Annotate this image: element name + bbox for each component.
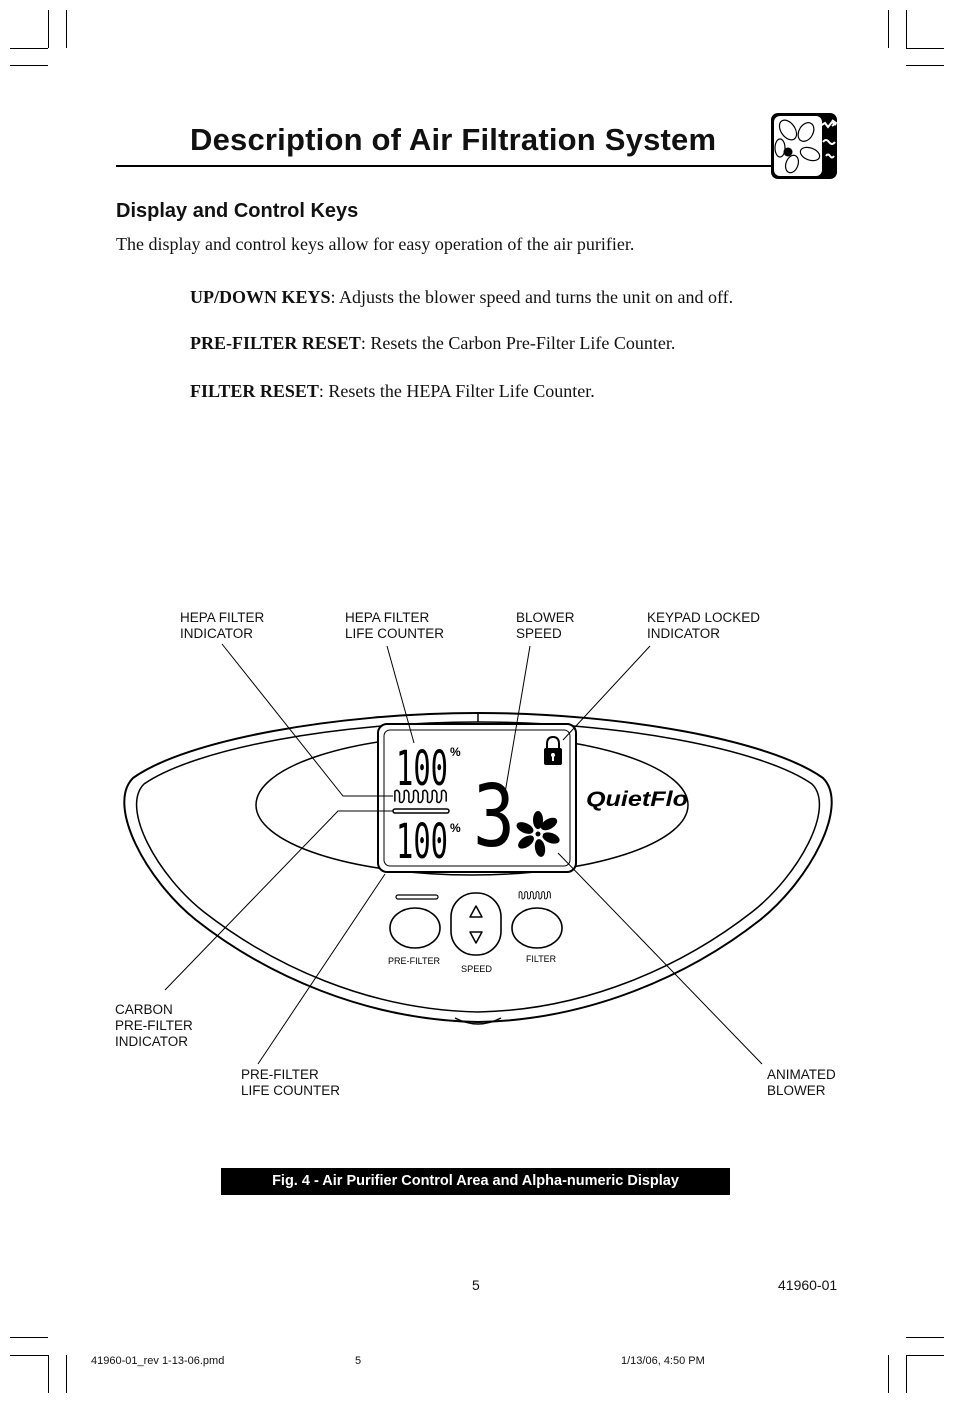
key-description-prefilter: PRE-FILTER RESET: Resets the Carbon Pre-… bbox=[190, 333, 675, 354]
key-desc: : Adjusts the blower speed and turns the… bbox=[330, 287, 734, 307]
key-term: FILTER RESET bbox=[190, 381, 319, 401]
blower-speed-value: 3 bbox=[473, 767, 515, 867]
speed-up-button[interactable] bbox=[460, 900, 492, 922]
label-hepa-indicator: HEPA FILTER INDICATOR bbox=[180, 610, 265, 641]
filter-indicator-mark bbox=[518, 890, 551, 900]
label-animated-blower: ANIMATED BLOWER bbox=[767, 1067, 836, 1098]
leader-lines bbox=[164, 643, 763, 1065]
filter-reset-button[interactable] bbox=[511, 907, 563, 949]
label-keypad-locked: KEYPAD LOCKED INDICATOR bbox=[647, 610, 761, 641]
housing-inner bbox=[135, 721, 821, 1013]
prefilter-percent: % bbox=[450, 821, 461, 835]
speed-key-housing bbox=[450, 892, 502, 956]
prefilter-counter-value: 100 bbox=[396, 814, 448, 870]
label-hepa-counter: HEPA FILTER LIFE COUNTER bbox=[345, 610, 445, 641]
key-term: UP/DOWN KEYS bbox=[190, 287, 331, 307]
lcd-screen bbox=[377, 723, 577, 873]
chevron-down-icon bbox=[469, 931, 483, 944]
animated-blower-icon bbox=[516, 811, 560, 857]
speed-down-button[interactable] bbox=[460, 926, 492, 948]
key-description-updown: UP/DOWN KEYS: Adjusts the blower speed a… bbox=[190, 287, 733, 308]
title-rule bbox=[116, 165, 780, 167]
key-desc: : Resets the HEPA Filter Life Counter. bbox=[318, 381, 595, 401]
hepa-counter-value: 100 bbox=[396, 741, 448, 797]
key-desc: : Resets the Carbon Pre-Filter Life Coun… bbox=[360, 333, 676, 353]
key-term: PRE-FILTER RESET bbox=[190, 333, 361, 353]
section-heading: Display and Control Keys bbox=[116, 200, 359, 222]
chevron-up-icon bbox=[469, 905, 483, 918]
footer-date: 1/13/06, 4:50 PM bbox=[621, 1355, 705, 1367]
label-blower-speed: BLOWER SPEED bbox=[516, 610, 575, 641]
prefilter-reset-button[interactable] bbox=[389, 907, 441, 949]
filter-button-label: FILTER bbox=[526, 954, 556, 964]
footer-filename: 41960-01_rev 1-13-06.pmd bbox=[91, 1355, 225, 1367]
fan-airflow-icon bbox=[771, 113, 838, 179]
figure-caption: Fig. 4 - Air Purifier Control Area and A… bbox=[221, 1168, 730, 1195]
page-title: Description of Air Filtration System bbox=[190, 122, 717, 157]
brand-logo: QuietFlo bbox=[586, 788, 688, 811]
key-description-filter: FILTER RESET: Resets the HEPA Filter Lif… bbox=[190, 381, 595, 402]
control-panel-figure: 100 % 100 % 3 QuietFlo PRE-FILTER SPEED bbox=[123, 643, 833, 1065]
label-prefilter-counter: PRE-FILTER LIFE COUNTER bbox=[241, 1067, 341, 1098]
prefilter-indicator-mark bbox=[395, 894, 439, 900]
document-number: 41960-01 bbox=[778, 1277, 838, 1293]
housing-outer bbox=[123, 711, 833, 1024]
lock-icon bbox=[544, 735, 562, 765]
intro-paragraph: The display and control keys allow for e… bbox=[116, 234, 635, 254]
label-carbon-indicator: CARBON PRE-FILTER INDICATOR bbox=[115, 1002, 193, 1049]
speed-button-label: SPEED bbox=[461, 964, 493, 974]
page-number: 5 bbox=[472, 1277, 480, 1293]
footer-page: 5 bbox=[355, 1355, 362, 1367]
hepa-percent: % bbox=[450, 745, 461, 759]
prefilter-button-label: PRE-FILTER bbox=[388, 956, 440, 966]
